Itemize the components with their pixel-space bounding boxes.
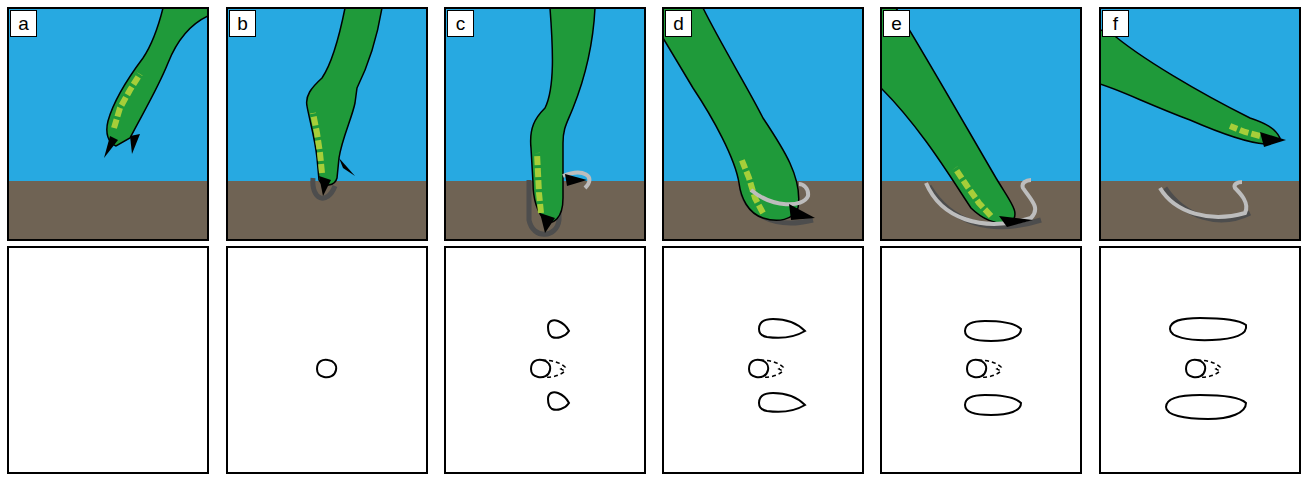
panel-border [663, 247, 863, 473]
track-outline [965, 395, 1021, 415]
track-outline [531, 360, 550, 377]
panel-letter: b [237, 14, 248, 33]
claw [565, 174, 587, 186]
dinosaur-foot [531, 8, 595, 222]
panel-d [663, 8, 863, 240]
claw [130, 134, 140, 154]
claw [319, 176, 331, 196]
sky [8, 8, 208, 240]
panel-border [445, 8, 645, 240]
panel-border [227, 247, 427, 473]
panel-border [8, 8, 208, 240]
toe-scales [114, 74, 140, 128]
toe-scales [741, 158, 763, 213]
track-outline [548, 392, 569, 410]
track-outline [548, 320, 569, 338]
toe-scales [955, 168, 991, 216]
claw [104, 136, 118, 158]
panel-label-box: b [229, 10, 256, 37]
panel-letter: a [18, 14, 29, 33]
panel-letter: c [456, 14, 466, 33]
toe-scales [537, 153, 541, 213]
track-outline [1166, 395, 1246, 419]
sky [881, 8, 1081, 240]
panel-c [445, 8, 645, 240]
panel-border [881, 247, 1081, 473]
panel-border [227, 8, 427, 240]
sky [227, 8, 427, 240]
track-outline [317, 360, 336, 377]
track-outline-dashed [760, 360, 783, 377]
track-panel [8, 247, 208, 473]
track-outline [749, 360, 768, 377]
panel-border [445, 247, 645, 473]
panel-label-box: f [1102, 10, 1129, 37]
toe-scales [313, 113, 322, 173]
panel-letter: e [891, 14, 902, 33]
panel-border [1100, 8, 1300, 240]
track-outline-dashed [1197, 360, 1220, 377]
panel-label-box: a [10, 10, 37, 37]
ground [227, 181, 427, 240]
sky [1100, 8, 1300, 240]
dinosaur-foot [663, 8, 799, 220]
claw [999, 216, 1033, 227]
panel-border [8, 247, 208, 473]
dinosaur-foot [881, 8, 1015, 224]
track-outline [1170, 318, 1246, 340]
panel-a [8, 8, 208, 240]
toe-scales [1230, 126, 1260, 136]
panel-letter: f [1113, 14, 1118, 33]
track-outline [965, 321, 1021, 341]
panel-f [1100, 8, 1300, 240]
track-panel [445, 247, 645, 473]
track-panel [227, 247, 427, 473]
track-outline [759, 319, 805, 338]
claw [339, 158, 355, 176]
track-outline-dashed [978, 360, 1001, 377]
panel-letter: d [673, 14, 684, 33]
track-panel [881, 247, 1081, 473]
track-panel [1100, 247, 1300, 473]
track-outline [1186, 360, 1205, 377]
panel-label-box: d [665, 10, 692, 37]
sky [445, 8, 645, 240]
panel-b [227, 8, 427, 240]
ground [8, 181, 208, 240]
ground [1100, 181, 1300, 240]
sky [663, 8, 863, 240]
panel-e [881, 8, 1081, 240]
dinosaur-foot [307, 8, 382, 185]
panel-label-box: e [883, 10, 910, 37]
track-impression [1160, 182, 1246, 217]
panel-border [881, 8, 1081, 240]
track-outline [759, 393, 805, 412]
track-outline [967, 360, 986, 377]
claw [1260, 132, 1286, 147]
dinosaur-foot [107, 8, 208, 146]
claw [789, 204, 815, 220]
track-impression [926, 180, 1035, 224]
track-impression [751, 184, 808, 204]
claw [540, 213, 555, 233]
panel-border [1100, 247, 1300, 473]
panel-label-box: c [447, 10, 474, 37]
track-outline-dashed [542, 360, 565, 377]
dinosaur-foot [1100, 30, 1280, 144]
track-panel [663, 247, 863, 473]
track-impression [563, 173, 589, 188]
panel-border [663, 8, 863, 240]
